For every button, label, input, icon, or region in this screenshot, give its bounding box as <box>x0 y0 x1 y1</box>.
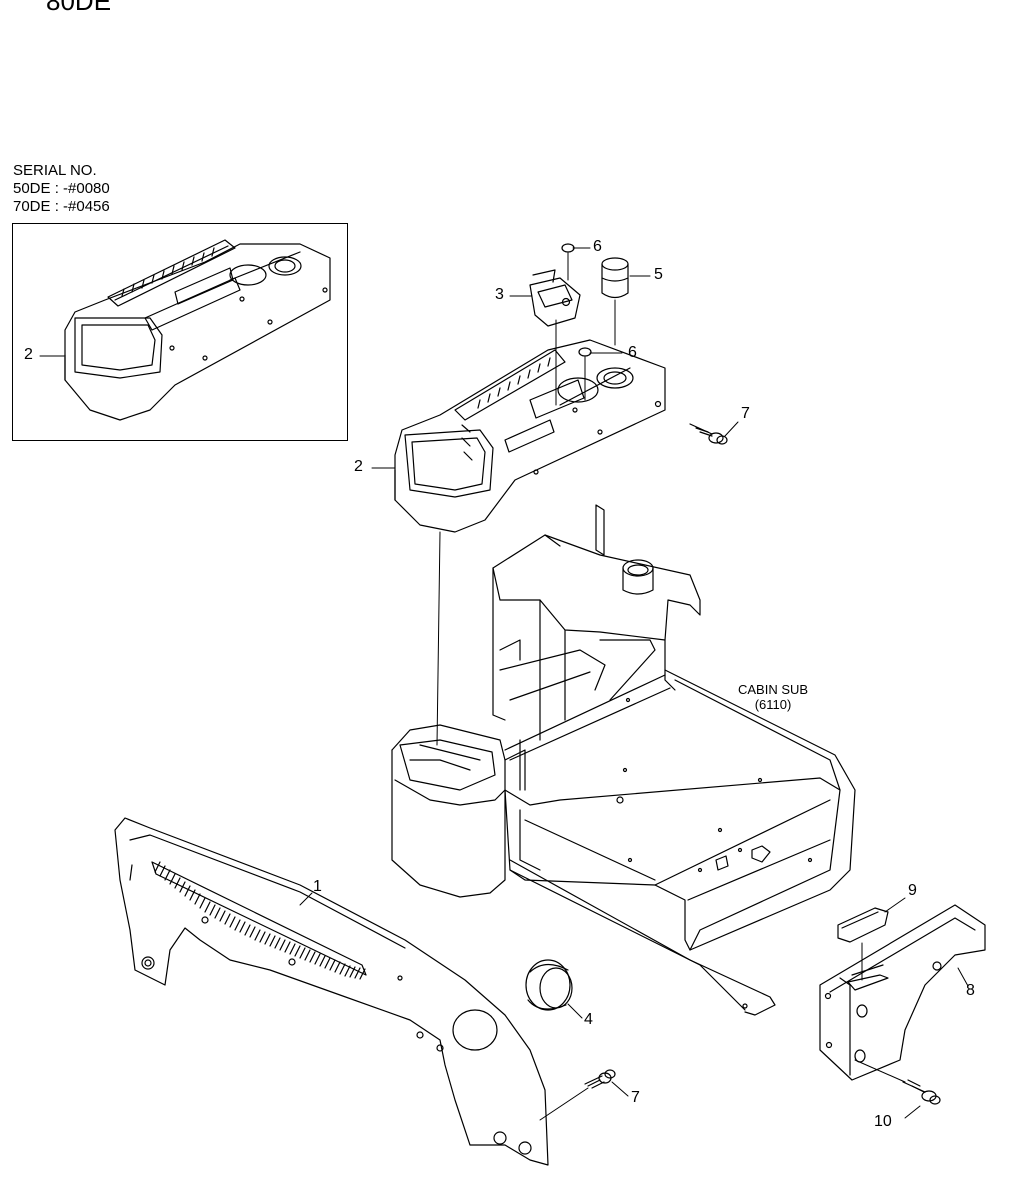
callout-2-console: 2 <box>354 458 363 475</box>
leader-lines <box>40 248 968 1120</box>
ring-drawing <box>526 960 572 1010</box>
grommet-top-drawing <box>562 244 574 252</box>
cabin-frame-drawing <box>493 505 855 1015</box>
callout-7-top: 7 <box>741 405 750 422</box>
callout-6-mid: 6 <box>628 344 637 361</box>
bolt-bottom-drawing <box>585 1070 615 1088</box>
console-drawing <box>395 340 665 532</box>
serial-heading: SERIAL NO. <box>13 162 97 179</box>
callout-1-panel: 1 <box>313 878 322 895</box>
pad-drawing <box>838 908 888 942</box>
console-vent-slots <box>462 358 550 460</box>
serial-line-50de: 50DE : -#0080 <box>13 180 110 197</box>
cabin-sub-code: (6110) <box>754 697 792 712</box>
assembly-lines <box>437 253 615 745</box>
page-title: 80DE <box>46 0 112 16</box>
column-box-drawing <box>392 725 525 897</box>
callout-7-bottom: 7 <box>631 1089 640 1106</box>
inset-frame <box>12 223 348 441</box>
serial-line-70de: 70DE : -#0456 <box>13 198 110 215</box>
bracket-drawing <box>820 905 985 1082</box>
callout-9-pad: 9 <box>908 882 917 899</box>
cabin-sub-label: CABIN SUB <box>738 682 809 697</box>
inset-vent-slots <box>122 248 214 296</box>
inset-console-drawing <box>65 240 330 420</box>
grommet-mid-drawing <box>579 348 591 356</box>
switch-drawing <box>530 270 580 326</box>
serial-number-block: SERIAL NO. 50DE : -#0080 70DE : -#0456 <box>13 162 110 216</box>
callout-2-inset: 2 <box>24 346 33 363</box>
cabin-sub-reference: CABIN SUB (6110) <box>738 682 808 712</box>
callout-10-bolt: 10 <box>874 1113 892 1130</box>
louver-grille <box>152 862 366 979</box>
front-panel-drawing <box>115 818 548 1165</box>
callout-8-bracket: 8 <box>966 982 975 999</box>
callout-4-ring: 4 <box>584 1011 593 1028</box>
socket-drawing <box>602 258 628 298</box>
callout-5-socket: 5 <box>654 266 663 283</box>
bolt-ten-drawing <box>903 1080 940 1104</box>
callout-3-switch: 3 <box>495 286 504 303</box>
callout-6-top: 6 <box>593 238 602 255</box>
bolt-top-drawing <box>690 424 727 444</box>
